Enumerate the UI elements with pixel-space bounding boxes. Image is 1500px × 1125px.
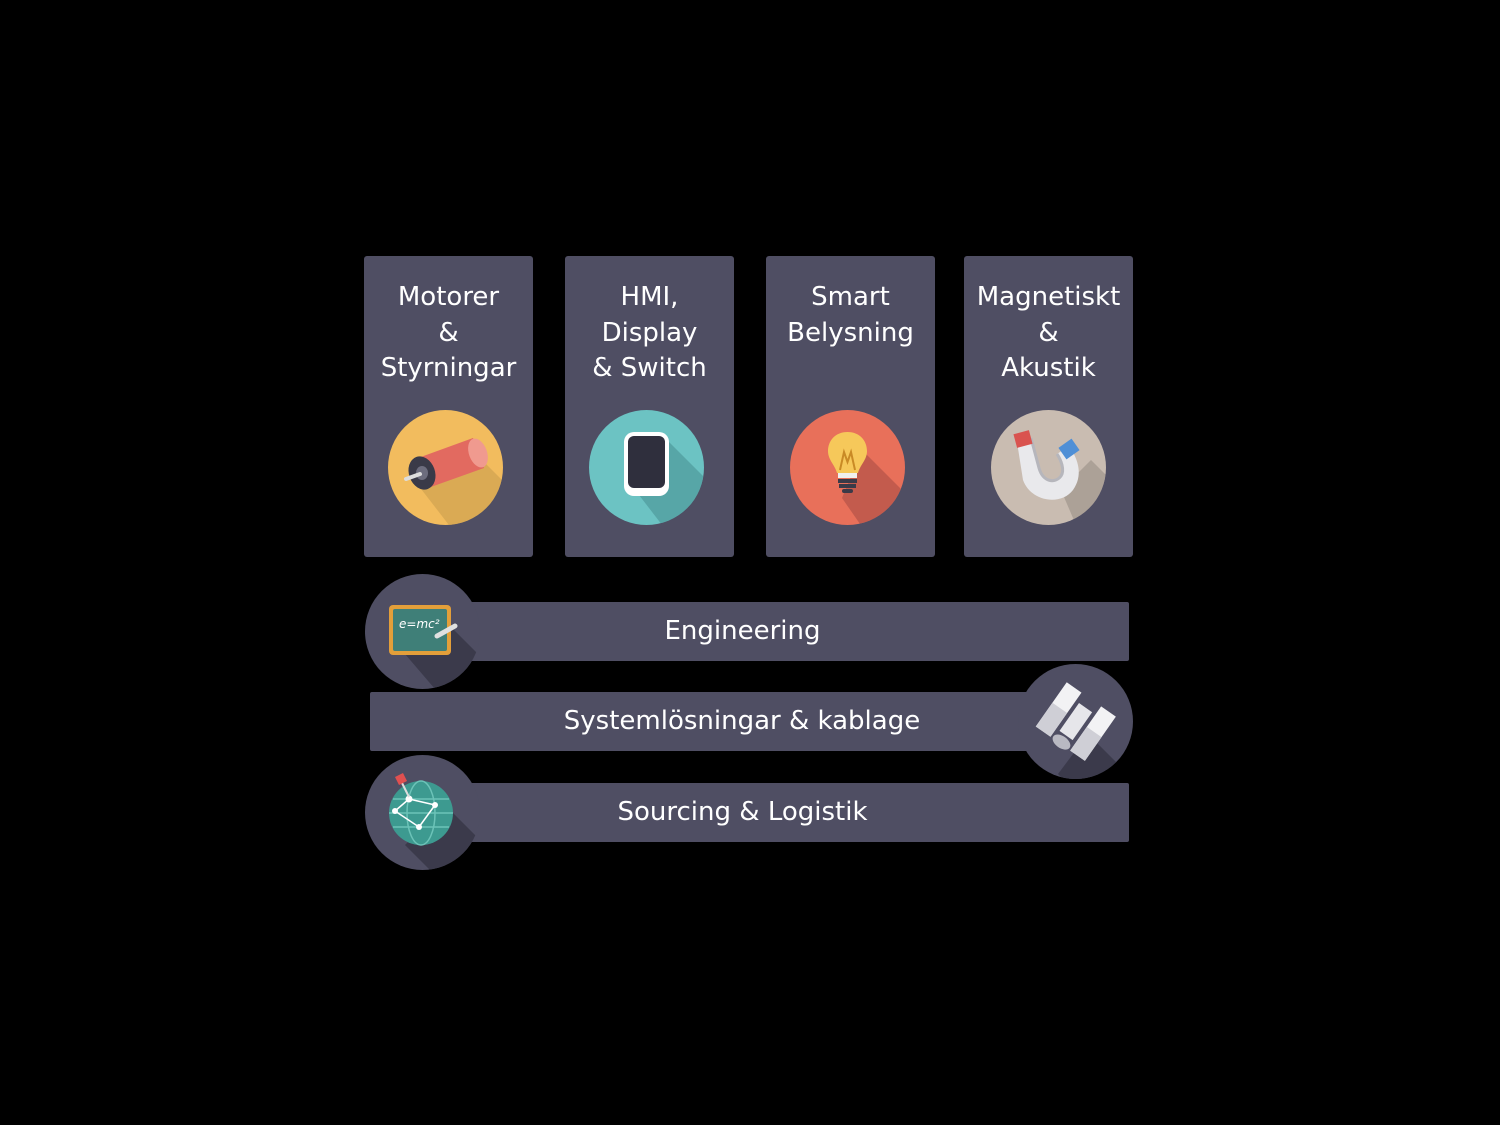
formula-text: e=mc² (399, 617, 440, 631)
card-belysning: Smart Belysning (766, 256, 935, 557)
systemlosningar-label: Systemlösningar & kablage (563, 706, 921, 736)
lightbulb-icon (790, 410, 905, 525)
satellite-icon (1018, 664, 1133, 779)
globe-network-icon (365, 755, 480, 870)
sourcing-bar (413, 783, 1129, 842)
chalkboard-icon: e=mc² (365, 574, 480, 689)
bars-graphic (370, 602, 1129, 842)
display-icon (589, 410, 704, 525)
engineering-label: Engineering (664, 616, 821, 646)
motor-icon (388, 410, 503, 525)
card-title: Smart Belysning (787, 282, 914, 348)
card-title: Motorer & Styrningar (380, 282, 517, 383)
card-title: HMI, Display & Switch (592, 282, 707, 383)
magnet-icon (991, 410, 1106, 525)
engineering-bar (413, 602, 1129, 661)
card-motorer: Motorer & Styrningar (364, 256, 533, 557)
card-hmi: HMI, Display & Switch (565, 256, 734, 557)
card-title: Magnetiskt & Akustik (976, 282, 1121, 383)
sourcing-label: Sourcing & Logistik (617, 797, 868, 827)
systemlosningar-bar (370, 692, 1086, 751)
card-magnetiskt: Magnetiskt & Akustik (964, 256, 1133, 557)
